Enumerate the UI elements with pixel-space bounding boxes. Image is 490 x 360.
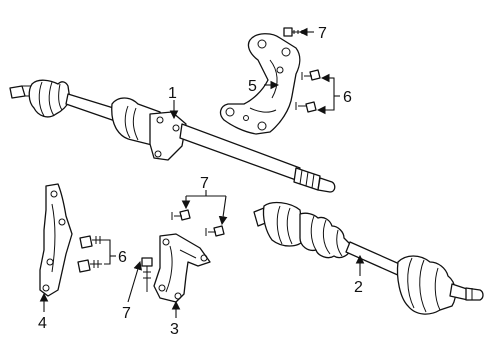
bolt-center-a [171,209,191,221]
callout-6-upper: 6 [343,89,352,106]
callout-4: 4 [38,315,47,332]
callout-5: 5 [248,78,257,95]
callout-7-center: 7 [200,175,209,192]
callout-7-lower: 7 [122,305,131,322]
left-bracket [39,183,73,297]
leader-lines [39,27,365,318]
callout-7-top: 7 [318,25,327,42]
bolt-vertical [141,257,153,292]
callout-6-lower: 6 [118,249,127,266]
bolt-upper-b [295,101,317,113]
bolt-center-b [205,225,225,237]
bolt-lower-b [77,259,102,273]
drive-shaft-upper [9,79,336,193]
drive-shaft-lower [253,201,484,315]
bolt-upper-a [301,69,321,81]
upper-bracket [219,33,301,135]
bolt-lower-a [79,235,104,249]
center-bracket [153,233,211,303]
callout-1: 1 [168,85,177,102]
callout-3: 3 [170,321,179,338]
callout-2: 2 [354,279,363,296]
